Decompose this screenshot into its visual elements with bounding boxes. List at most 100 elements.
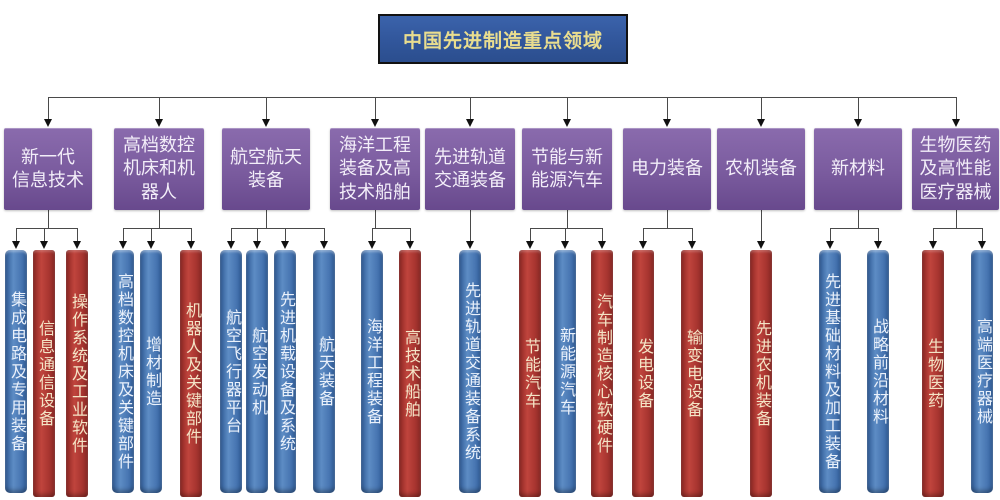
connector-line	[878, 228, 879, 241]
arrow-down-icon	[73, 241, 81, 249]
arrow-down-icon	[526, 241, 534, 249]
arrow-down-icon	[663, 119, 671, 127]
bar-item: 节能汽车	[519, 250, 541, 497]
connector-line	[602, 228, 603, 241]
connector-line	[667, 97, 668, 119]
bar-item: 高技术船舶	[399, 250, 421, 497]
connector-line	[191, 228, 192, 241]
connector-line	[933, 228, 934, 241]
arrow-down-icon	[187, 241, 195, 249]
arrow-down-icon	[757, 119, 765, 127]
arrow-down-icon	[368, 241, 376, 249]
arrow-down-icon	[874, 241, 882, 249]
connector-line	[159, 210, 160, 228]
arrow-down-icon	[262, 119, 270, 127]
arrow-down-icon	[147, 241, 155, 249]
arrow-down-icon	[12, 241, 20, 249]
category-box-rail-transit: 先进轨道 交通装备	[425, 128, 515, 210]
bar-item: 高端医疗器械	[971, 250, 993, 493]
connector-line	[982, 228, 983, 241]
arrow-down-icon	[253, 241, 261, 249]
connector-line	[123, 228, 191, 229]
arrow-down-icon	[119, 241, 127, 249]
arrow-down-icon	[598, 241, 606, 249]
bar-item: 输变电设备	[681, 250, 703, 497]
arrow-down-icon	[466, 119, 474, 127]
bar-item: 先进轨道交通装备系统	[459, 250, 481, 493]
bar-item: 信息通信设备	[33, 250, 55, 497]
connector-line	[151, 228, 152, 241]
bar-item: 高档数控机床及关键部件	[112, 250, 134, 493]
bar-item: 航天装备	[313, 250, 335, 493]
category-box-biomedicine: 生物医药 及高性能 医疗器械	[912, 128, 999, 210]
bar-item: 航空飞行器平台	[220, 250, 242, 493]
connector-line	[858, 210, 859, 228]
category-box-new-energy-auto: 节能与新 能源汽车	[522, 128, 612, 210]
connector-line	[470, 97, 471, 119]
arrow-down-icon	[466, 241, 474, 249]
connector-line	[410, 228, 411, 241]
connector-line	[324, 228, 325, 241]
bar-item: 操作系统及工业软件	[66, 250, 88, 497]
connector-line	[761, 210, 762, 241]
arrow-down-icon	[281, 241, 289, 249]
connector-line	[567, 210, 568, 228]
bar-item: 机器人及关键部件	[180, 250, 202, 497]
connector-line	[266, 210, 267, 228]
arrow-down-icon	[854, 119, 862, 127]
connector-line	[266, 97, 267, 119]
bar-item: 航空发动机	[246, 250, 268, 493]
category-box-agri-machinery: 农机装备	[717, 128, 805, 210]
connector-line	[830, 228, 831, 241]
connector-line	[16, 228, 17, 241]
connector-line	[530, 228, 531, 241]
category-box-aerospace: 航空航天 装备	[222, 128, 310, 210]
arrow-down-icon	[826, 241, 834, 249]
connector-line	[830, 228, 878, 229]
connector-line	[16, 228, 77, 229]
arrow-down-icon	[978, 241, 986, 249]
connector-line	[933, 228, 982, 229]
bar-item: 增材制造	[140, 250, 162, 493]
bar-item: 海洋工程装备	[361, 250, 383, 493]
connector-line	[643, 228, 644, 241]
connector-line	[667, 210, 668, 228]
bar-item: 先进机载设备及系统	[274, 250, 296, 493]
arrow-down-icon	[929, 241, 937, 249]
category-box-new-gen-it: 新一代 信息技术	[4, 128, 92, 210]
connector-line	[231, 228, 324, 229]
connector-line	[159, 97, 160, 119]
connector-line	[48, 97, 49, 119]
arrow-down-icon	[563, 119, 571, 127]
connector-line	[643, 228, 692, 229]
arrow-down-icon	[155, 119, 163, 127]
bar-item: 战略前沿材料	[867, 250, 889, 493]
connector-line	[692, 228, 693, 241]
arrow-down-icon	[757, 241, 765, 249]
connector-line	[470, 210, 471, 241]
category-box-power-equipment: 电力装备	[623, 128, 711, 210]
arrow-down-icon	[561, 241, 569, 249]
connector-line	[231, 228, 232, 241]
connector-line	[565, 228, 566, 241]
arrow-down-icon	[688, 241, 696, 249]
connector-line	[48, 210, 49, 228]
bar-item: 集成电路及专用装备	[5, 250, 27, 493]
connector-line	[372, 228, 373, 241]
connector-line	[375, 210, 376, 228]
arrow-down-icon	[639, 241, 647, 249]
connector-line	[372, 228, 410, 229]
connector-line	[77, 228, 78, 241]
bar-item: 新能源汽车	[554, 250, 576, 493]
category-box-new-materials: 新材料	[814, 128, 902, 210]
arrow-down-icon	[40, 241, 48, 249]
category-box-ocean-ships: 海洋工程 装备及高 技术船舶	[330, 128, 420, 210]
connector-line	[285, 228, 286, 241]
connector-line	[956, 97, 957, 119]
connector-line	[257, 228, 258, 241]
arrow-down-icon	[952, 119, 960, 127]
arrow-down-icon	[406, 241, 414, 249]
arrow-down-icon	[371, 119, 379, 127]
connector-line	[567, 97, 568, 119]
